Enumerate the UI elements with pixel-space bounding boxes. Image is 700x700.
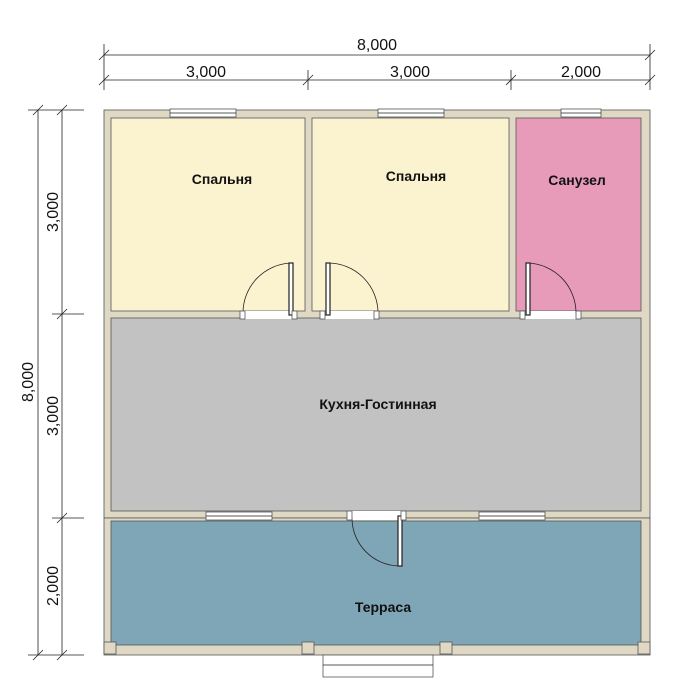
room-label-terrace: Терраса xyxy=(355,599,411,615)
kitchen-living-area xyxy=(110,317,642,512)
top-dimensions: 8,000 3,000 3,000 2,000 xyxy=(98,37,656,90)
room-label-bedroom-middle: Спальня xyxy=(386,168,446,184)
left-dimension-1: 3,000 xyxy=(45,192,62,232)
terrace-post-left xyxy=(103,641,117,655)
door-bedroom-middle xyxy=(325,262,331,316)
door-terrace xyxy=(397,515,403,567)
windows xyxy=(169,108,602,521)
top-dimension-1: 3,000 xyxy=(186,64,226,81)
bedroom-middle-area xyxy=(311,117,510,312)
left-dimensions: 8,000 3,000 3,000 2,000 xyxy=(20,104,84,661)
left-dimension-3: 2,000 xyxy=(45,566,62,606)
left-total-dimension: 8,000 xyxy=(20,362,37,402)
terrace-area xyxy=(110,520,642,646)
doors xyxy=(239,262,582,567)
door-bedroom-left xyxy=(288,262,294,316)
top-dimension-2: 3,000 xyxy=(390,64,430,81)
top-dimension-3: 2,000 xyxy=(561,64,601,81)
room-label-bathroom: Санузел xyxy=(548,172,606,188)
room-label-bedroom-left: Спальня xyxy=(192,171,252,187)
terrace-post-mid-left xyxy=(301,641,315,655)
terrace-post-right xyxy=(637,641,651,655)
terrace-post-mid-right xyxy=(439,641,453,655)
left-dimension-2: 3,000 xyxy=(45,396,62,436)
terrace-steps xyxy=(322,654,434,678)
bathroom-area xyxy=(515,117,642,312)
bedroom-left-area xyxy=(110,117,306,312)
room-label-kitchen-living: Кухня-Гостинная xyxy=(319,396,436,412)
top-total-dimension: 8,000 xyxy=(357,37,397,54)
door-bathroom xyxy=(525,262,531,316)
